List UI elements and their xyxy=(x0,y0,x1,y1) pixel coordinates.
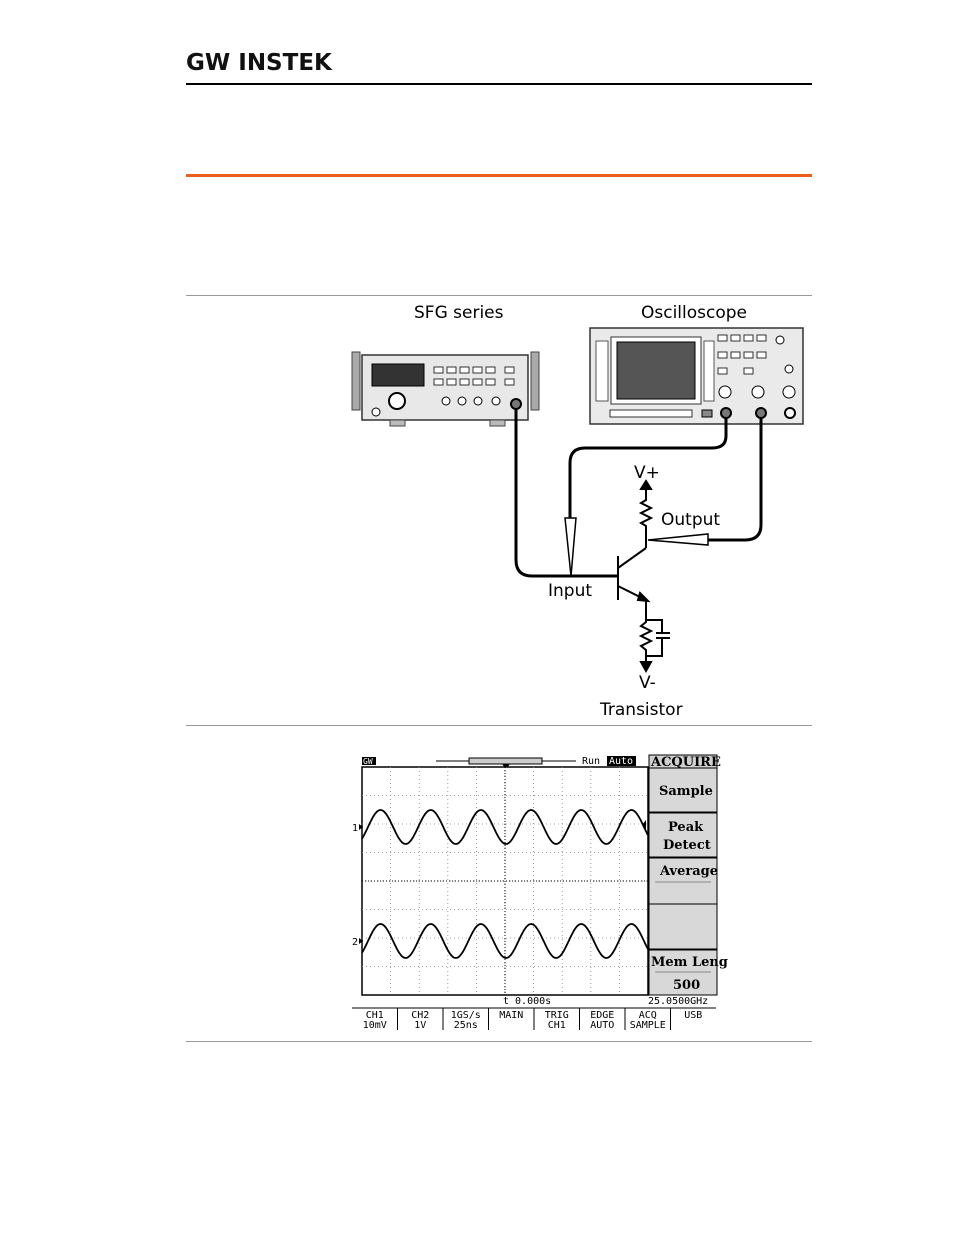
output-label: Output xyxy=(661,510,721,530)
probe-cables xyxy=(514,410,763,578)
vplus-label: V+ xyxy=(634,463,660,483)
header-rule xyxy=(186,83,812,85)
vminus-label: V- xyxy=(639,673,656,693)
output-probe-tip xyxy=(647,533,709,546)
transistor-circuit xyxy=(617,479,670,674)
table-rule-bottom xyxy=(186,1041,812,1042)
oscilloscope-illustration xyxy=(589,327,804,425)
input-label: Input xyxy=(548,581,593,601)
brand-logo: GW INSTEK xyxy=(186,50,332,76)
section-accent-rule xyxy=(186,174,812,177)
brand-logo-text: GW INSTEK xyxy=(186,50,332,76)
table-rule-middle xyxy=(186,725,812,726)
generator-label: SFG series xyxy=(414,303,504,323)
table-rule-top xyxy=(186,295,812,296)
transistor-label: Transistor xyxy=(600,700,683,720)
function-generator-illustration xyxy=(351,351,540,427)
input-probe-tip xyxy=(564,517,577,577)
oscilloscope-label: Oscilloscope xyxy=(641,303,748,323)
